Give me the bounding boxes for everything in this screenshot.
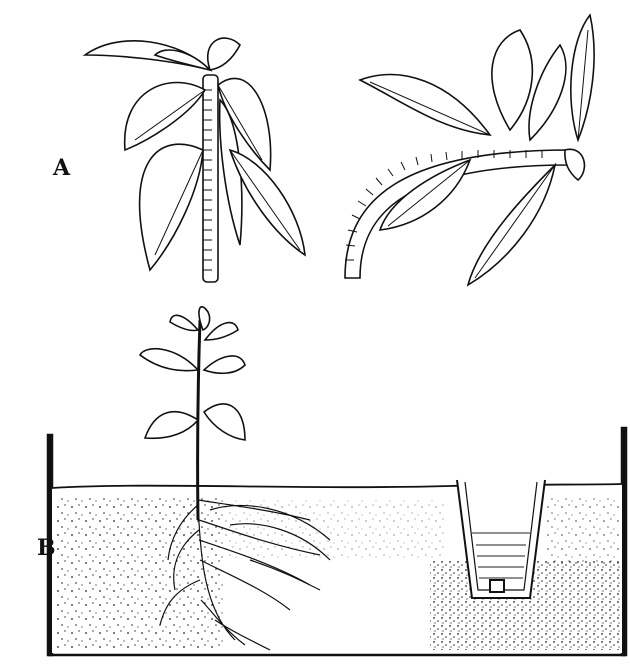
panel-label-b: B <box>37 535 56 561</box>
bent-plant-a <box>345 15 594 285</box>
upright-plant-a <box>85 38 305 282</box>
water-cup-b <box>457 480 545 598</box>
marked-stem-upright <box>203 75 218 282</box>
panel-label-a: A <box>53 155 70 181</box>
